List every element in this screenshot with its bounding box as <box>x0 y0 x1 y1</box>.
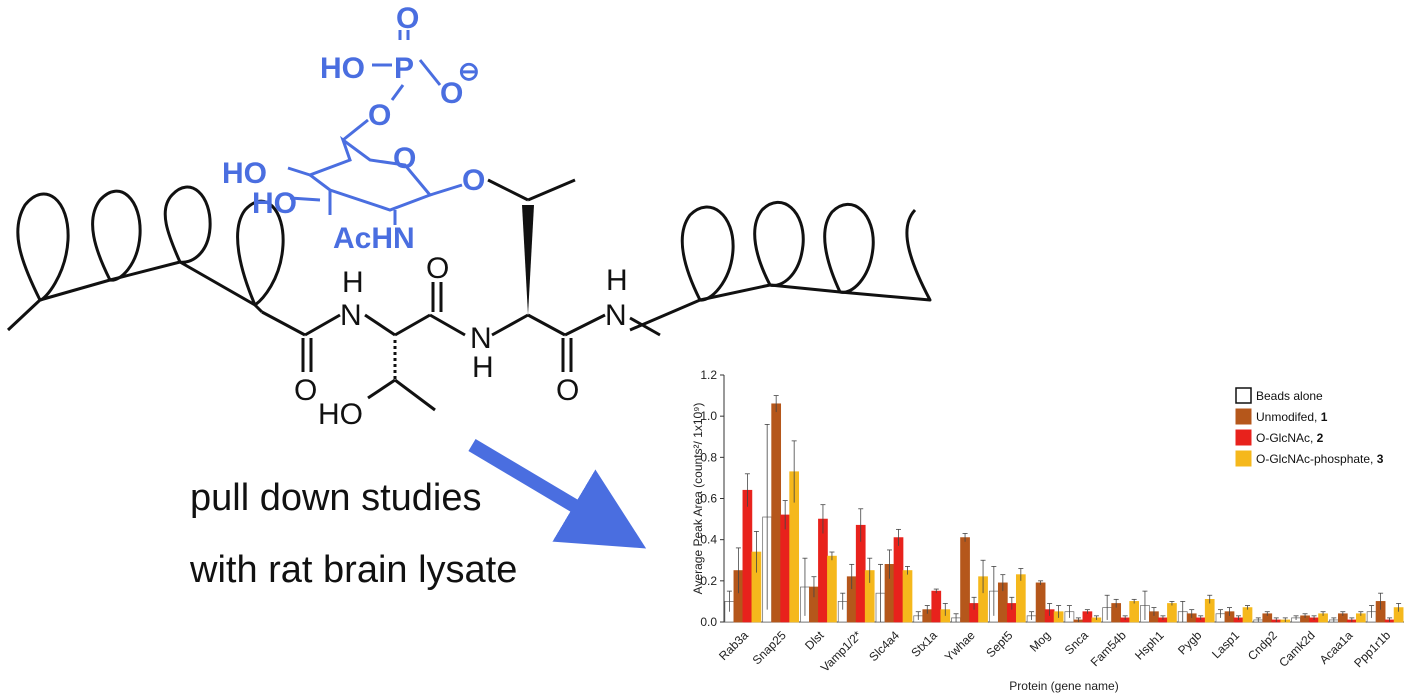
y-tick-label: 1.0 <box>700 409 717 423</box>
phosphorus-label: P <box>394 52 414 85</box>
bar-2 <box>893 537 904 623</box>
caption-line-1: pull down studies <box>190 477 482 519</box>
phosphate-oxo-label: O <box>396 2 419 35</box>
legend-label: O-GlcNAc-phosphate, 3 <box>1256 452 1384 466</box>
x-tick-label: Mog <box>1027 628 1053 654</box>
carbonyl-o-label-2: O <box>426 252 449 285</box>
x-tick-label: Pygb <box>1175 628 1204 657</box>
glycosidic-oxygen-label: O <box>462 164 485 197</box>
legend-swatch <box>1235 408 1252 425</box>
legend-label: Beads alone <box>1256 389 1323 403</box>
bar-3 <box>1129 601 1140 623</box>
y-axis-label: Average Peak Area (counts²/ 1x10⁹) <box>691 403 705 595</box>
x-tick-label: Sept5 <box>983 628 1015 660</box>
x-tick-label: Vamp1/2* <box>818 628 865 675</box>
left-helix-icon <box>6 185 285 332</box>
bar-3 <box>902 570 913 623</box>
glycan-structure <box>287 30 463 225</box>
bar-2 <box>931 590 942 623</box>
phosphate-anion-label: O <box>440 77 463 110</box>
threonine-hydroxyl-label: HO <box>318 398 363 431</box>
hydroxyl-label-4: HO <box>222 157 267 190</box>
y-tick-label: 0.8 <box>700 450 717 464</box>
x-tick-label: Rab3a <box>716 628 751 663</box>
legend-swatch <box>1235 450 1252 467</box>
x-tick-label: Ppp1r1b <box>1351 628 1393 670</box>
peptide-backbone <box>261 178 661 412</box>
x-tick-label: Ywhae <box>942 628 978 664</box>
x-tick-label: Lasp1 <box>1209 628 1242 661</box>
amide-h-label-1: H <box>342 266 364 299</box>
amide-h-label-2: H <box>472 351 494 384</box>
y-tick-label: 0.4 <box>700 533 717 547</box>
legend-swatch <box>1235 429 1252 446</box>
acetamido-label: AcHN <box>333 222 415 255</box>
x-tick-label: Fam54b <box>1088 628 1129 669</box>
x-axis-label: Protein (gene name) <box>1009 679 1118 693</box>
bar-3 <box>1167 603 1177 623</box>
x-tick-label: Snca <box>1062 628 1091 657</box>
carbonyl-o-label-1: O <box>294 374 317 407</box>
bar-2 <box>818 518 828 623</box>
bar-2 <box>780 514 791 623</box>
glycan-labels: O HO P O ⊖ O O HO HO O AcHN <box>222 2 485 255</box>
phosphate-ester-label: O <box>368 99 391 132</box>
phosphate-hydroxyl-label: HO <box>320 52 365 85</box>
y-tick-label: 0.0 <box>700 615 717 629</box>
x-tick-label: Snap25 <box>750 628 789 667</box>
ring-oxygen-label: O <box>393 142 416 175</box>
right-helix-icon <box>629 201 932 332</box>
x-tick-label: Stx1a <box>908 628 940 660</box>
bar-3 <box>1015 574 1026 623</box>
hydroxyl-label-3: HO <box>252 187 297 220</box>
y-tick-label: 0.2 <box>700 574 717 588</box>
x-tick-label: Cndp2 <box>1245 628 1280 663</box>
x-tick-label: Acaa1a <box>1317 628 1356 667</box>
backbone-labels: N H O O HO H N H N O <box>294 252 628 431</box>
x-tick-label: Dlst <box>802 628 827 653</box>
legend-swatch <box>1235 387 1252 404</box>
bar-1 <box>1035 582 1046 623</box>
bar-3 <box>827 555 837 623</box>
caption-line-2: with rat brain lysate <box>190 549 518 591</box>
charge-minus-icon: ⊖ <box>458 56 480 86</box>
bar-1 <box>771 403 782 623</box>
amide-n-label-1: N <box>340 299 362 332</box>
arrow-icon <box>468 438 647 549</box>
amide-h-label-3: H <box>606 264 628 297</box>
x-tick-label: Camk2d <box>1276 628 1317 669</box>
amide-n-label-2: N <box>470 322 492 355</box>
bar-1 <box>960 537 970 623</box>
carbonyl-o-label-3: O <box>556 374 579 407</box>
legend-label: O-GlcNAc, 2 <box>1256 431 1324 445</box>
legend-label: Unmodifed, 1 <box>1256 410 1328 424</box>
y-tick-label: 1.2 <box>700 368 717 382</box>
bar-2 <box>742 489 753 623</box>
amide-n-label-3: N <box>605 299 627 332</box>
x-tick-label: Hsph1 <box>1132 628 1167 663</box>
x-tick-label: Slc4a4 <box>866 628 902 664</box>
bar-3 <box>1242 607 1253 623</box>
y-tick-label: 0.6 <box>700 492 717 506</box>
